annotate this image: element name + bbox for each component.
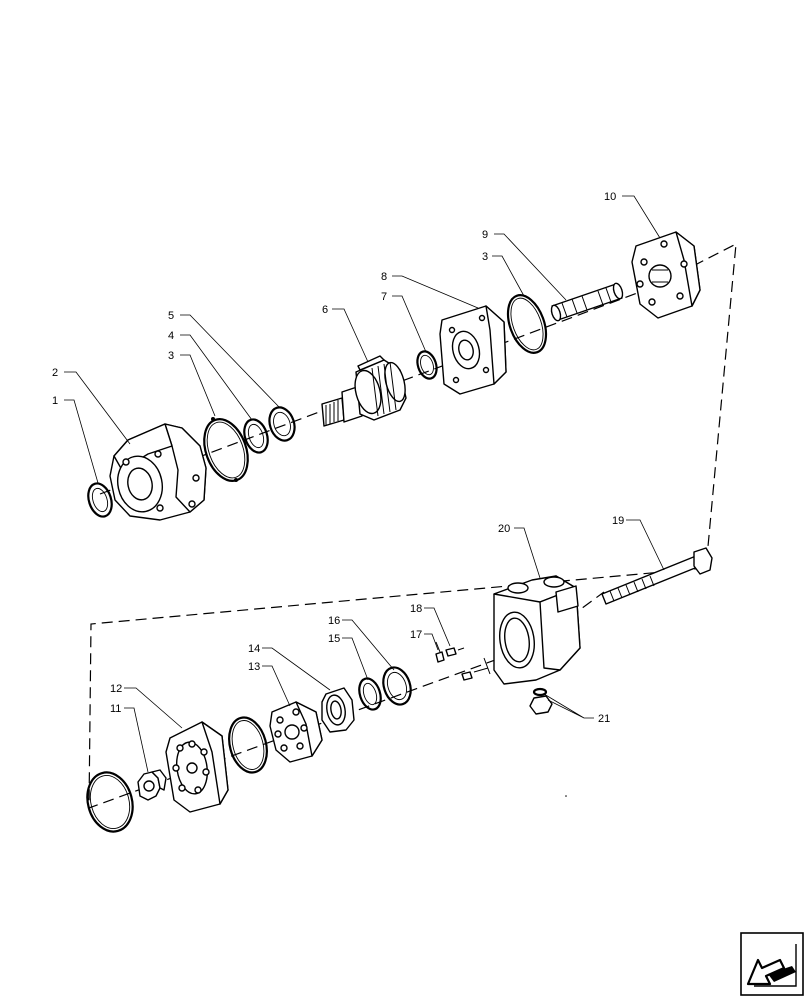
callout-10: 10 xyxy=(604,191,616,203)
assembly-centerline xyxy=(88,242,737,809)
plug-part-17[interactable] xyxy=(435,641,445,663)
o-ring-part-3-right[interactable] xyxy=(501,290,553,358)
callout-20: 20 xyxy=(498,523,510,535)
plug-detail[interactable] xyxy=(461,657,491,681)
callout-15: 15 xyxy=(328,633,340,645)
bolt-part-19[interactable] xyxy=(601,547,713,605)
ring-part-5[interactable] xyxy=(265,404,298,444)
callout-1: 1 xyxy=(52,395,58,407)
callout-6: 6 xyxy=(322,304,328,316)
callout-5: 5 xyxy=(168,310,174,322)
callout-3b: 3 xyxy=(482,251,488,263)
ring-part-15[interactable] xyxy=(356,676,385,713)
callout-19: 19 xyxy=(612,515,624,527)
seal-ring-part-1[interactable] xyxy=(84,480,115,519)
output-shaft-part-6[interactable] xyxy=(321,355,409,427)
callout-9: 9 xyxy=(482,229,488,241)
rotor-part-13[interactable] xyxy=(269,701,323,763)
page-turn-button[interactable] xyxy=(740,932,804,996)
callout-8: 8 xyxy=(381,271,387,283)
ring-part-4[interactable] xyxy=(240,416,271,455)
stray-dot xyxy=(565,795,567,797)
callout-14: 14 xyxy=(248,643,260,655)
o-ring-part-3-middle[interactable] xyxy=(223,713,272,776)
callout-16: 16 xyxy=(328,615,340,627)
bearing-plate-part-8[interactable] xyxy=(439,305,507,395)
drive-shaft-part-9[interactable] xyxy=(550,282,625,322)
valve-housing-part-20[interactable] xyxy=(493,575,581,685)
plate-part-12[interactable] xyxy=(165,721,229,813)
callout-4: 4 xyxy=(168,330,174,342)
front-housing-part-2[interactable] xyxy=(109,423,207,521)
seal-part-7[interactable] xyxy=(414,349,440,381)
callout-12: 12 xyxy=(110,683,122,695)
ring-part-16[interactable] xyxy=(379,664,415,708)
callout-labels: 1 2 3 4 5 6 7 8 3 9 10 11 12 13 14 15 16… xyxy=(52,191,624,725)
callout-17: 17 xyxy=(410,629,422,641)
callout-leaders xyxy=(64,195,665,773)
plug-part-18[interactable] xyxy=(445,647,465,657)
fitting-part-21[interactable] xyxy=(529,687,553,715)
callout-13: 13 xyxy=(248,661,260,673)
callout-18: 18 xyxy=(410,603,422,615)
o-ring-part-3-upper[interactable] xyxy=(196,413,255,487)
callout-21: 21 xyxy=(598,713,610,725)
callout-7: 7 xyxy=(381,291,387,303)
o-ring-part-3-lower[interactable] xyxy=(81,767,139,836)
end-cover-part-10[interactable] xyxy=(631,231,701,319)
bearing-part-14[interactable] xyxy=(321,687,355,733)
callout-3a: 3 xyxy=(168,350,174,362)
callout-11: 11 xyxy=(110,703,121,715)
gear-part-11[interactable] xyxy=(137,769,167,801)
callout-2: 2 xyxy=(52,367,58,379)
page-turn-arrow-icon xyxy=(740,932,804,996)
